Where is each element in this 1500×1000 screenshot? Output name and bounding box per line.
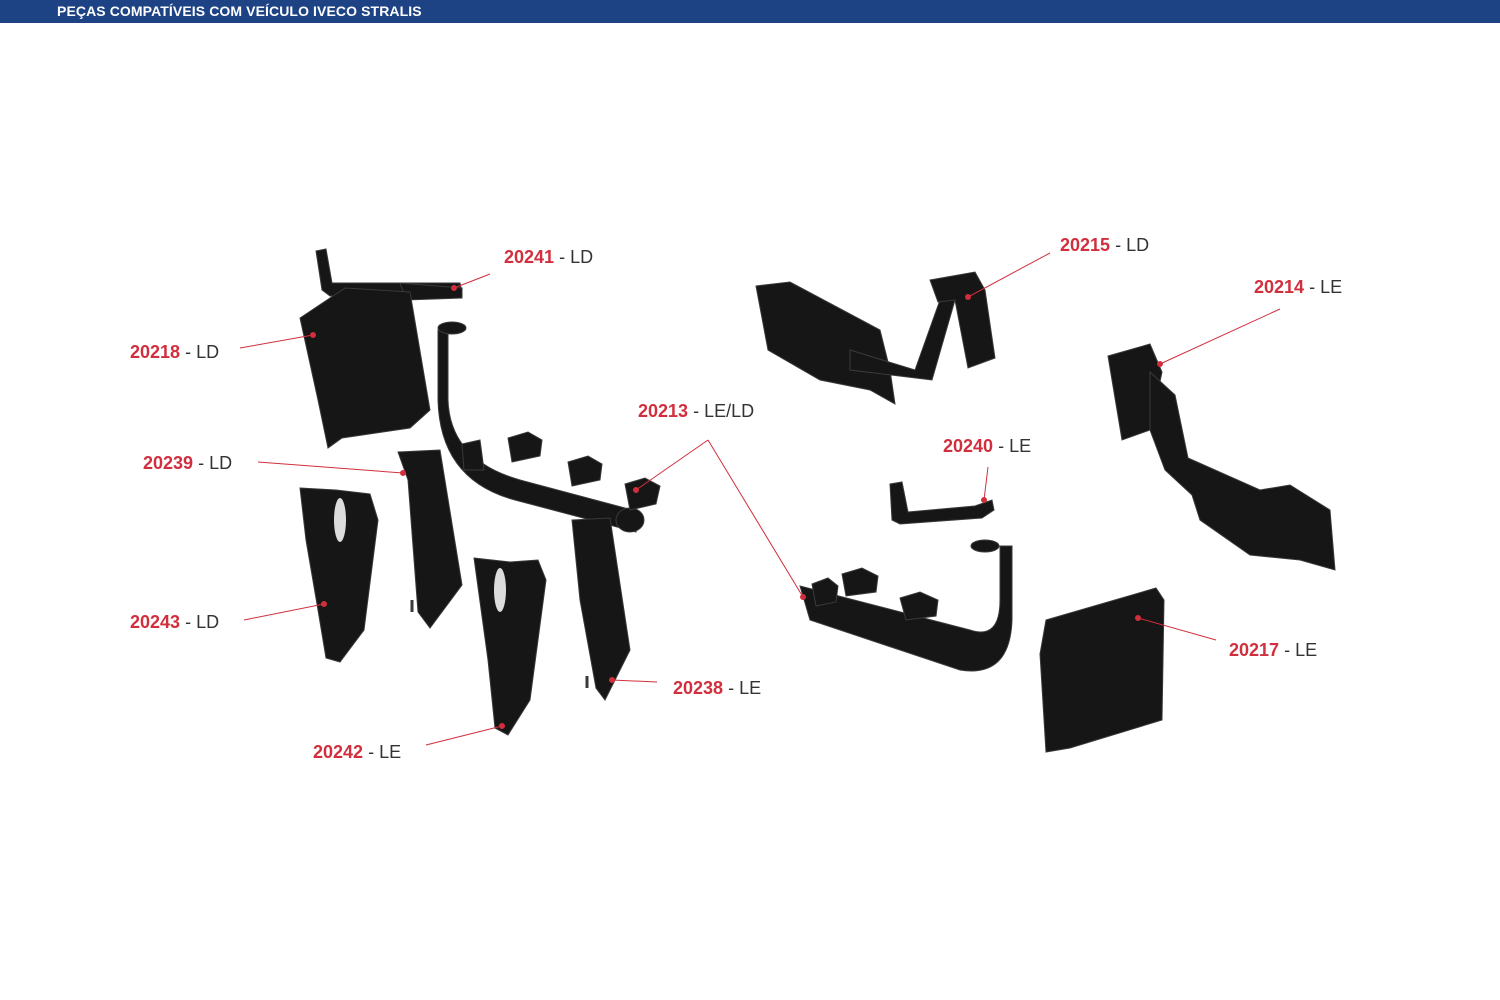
page-title: PEÇAS COMPATÍVEIS COM VEÍCULO IVECO STRA…: [57, 3, 422, 19]
label-20240: 20240 - LE: [943, 436, 1032, 456]
part-20213-left-illustration: [437, 321, 661, 533]
part-20218-illustration: [299, 287, 431, 449]
label-20243: 20243 - LD: [130, 612, 220, 632]
part-20243-illustration: [299, 487, 379, 663]
header-bar: PEÇAS COMPATÍVEIS COM VEÍCULO IVECO STRA…: [0, 0, 1500, 23]
part-20238-illustration: [571, 517, 631, 701]
label-20214: 20214 - LE: [1254, 277, 1343, 297]
label-20215: 20215 - LD: [1060, 235, 1150, 255]
label-20241: 20241 - LD: [504, 247, 594, 267]
part-20217-illustration: [1039, 587, 1165, 753]
label-20239: 20239 - LD: [143, 453, 233, 473]
label-20218: 20218 - LD: [130, 342, 220, 362]
label-20217: 20217 - LE: [1229, 640, 1318, 660]
part-20239-illustration: [397, 449, 463, 629]
part-20240-illustration: [889, 481, 995, 525]
label-20238: 20238 - LE: [673, 678, 762, 698]
part-20213-right-illustration: [799, 539, 1013, 672]
label-20242: 20242 - LE: [313, 742, 402, 762]
part-20215-illustration: [755, 271, 996, 405]
part-20242-illustration: [473, 557, 547, 736]
label-20213: 20213 - LE/LD: [638, 401, 755, 421]
part-20214-illustration: [1107, 343, 1336, 571]
part-20241-illustration: [315, 248, 463, 301]
